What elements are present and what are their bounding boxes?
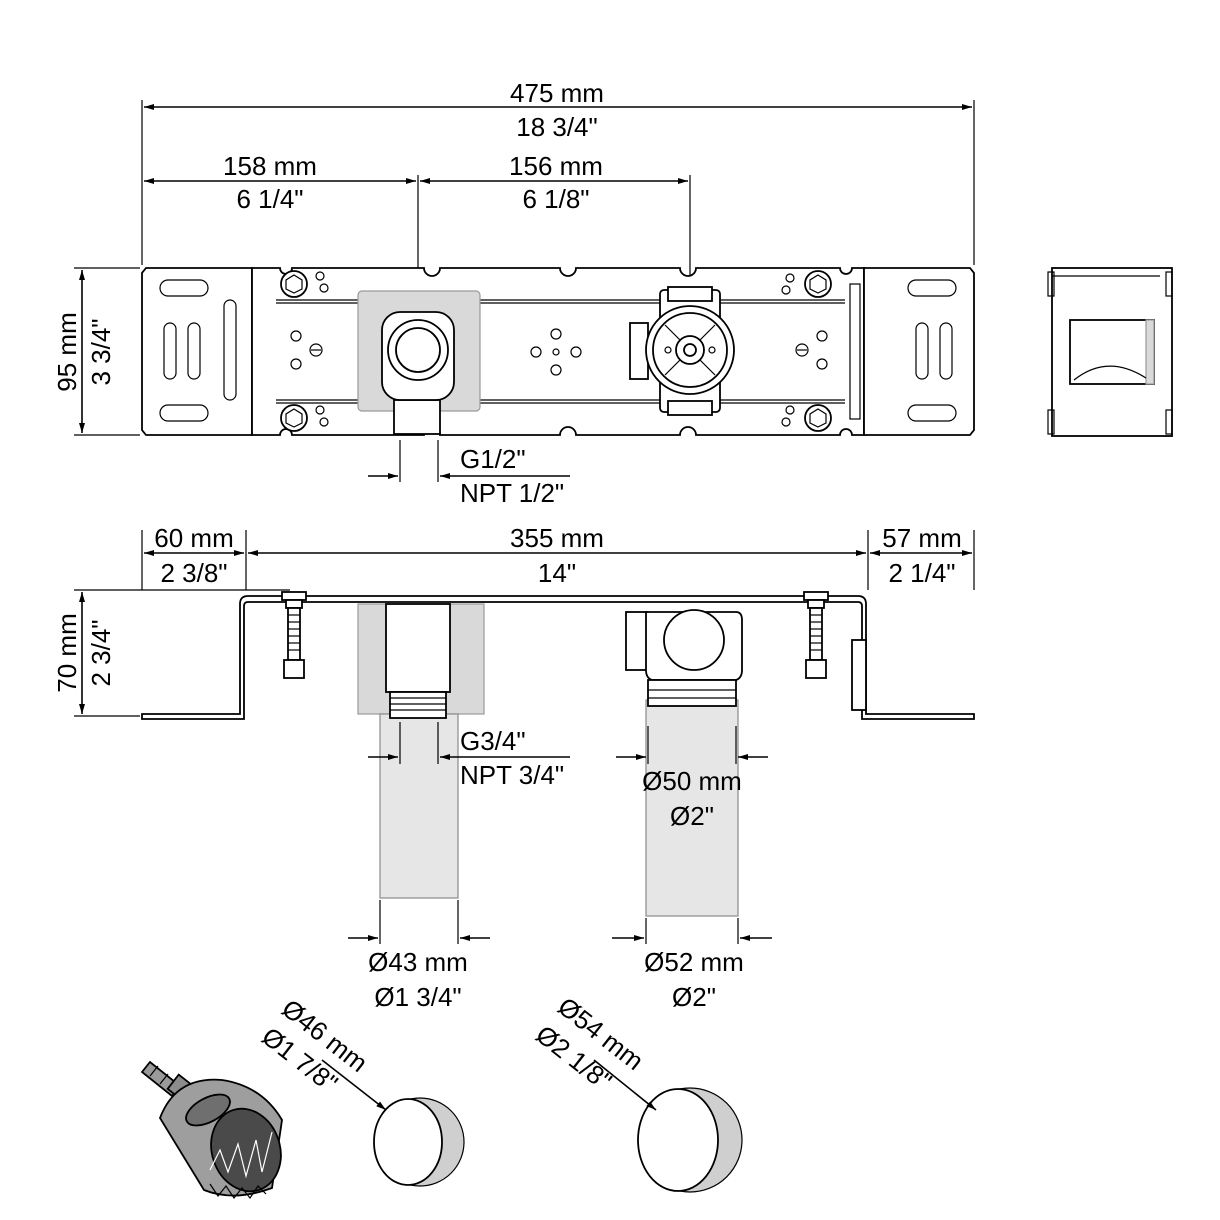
hole-saw-section: Ø46 mm Ø1 7/8" Ø54 mm Ø2 1/8": [140, 991, 743, 1200]
small-hole-saw-cut: Ø46 mm Ø1 7/8": [256, 993, 465, 1187]
outlet-sleeve-dia-in: Ø1 3/4": [374, 982, 461, 1012]
side-view: [1047, 267, 1173, 437]
outlet-thread-npt: NPT 3/4": [460, 760, 564, 790]
top-view: 475 mm 18 3/4" 158 mm 6 1/4" 156 mm 6 1/…: [52, 78, 975, 508]
inlet-to-valve-mm: 156 mm: [509, 151, 603, 181]
outlet-sleeve-dia-mm: Ø43 mm: [368, 947, 468, 977]
valve-body-dia-in: Ø2": [670, 801, 714, 831]
right-clip: [851, 639, 867, 711]
left-to-inlet-in: 6 1/4": [236, 184, 303, 214]
valve-body-front: [625, 609, 743, 917]
valve-body-dia-mm: Ø50 mm: [642, 766, 742, 796]
bracket-profile: [141, 595, 975, 720]
outlet-thread-g: G3/4": [460, 726, 526, 756]
left-to-inlet-mm: 158 mm: [223, 151, 317, 181]
valve-body-top: [629, 286, 735, 416]
large-hole-saw-cut: Ø54 mm Ø2 1/8": [530, 991, 743, 1193]
inlet-thread-npt: NPT 1/2": [460, 478, 564, 508]
left-bracket-mm: 60 mm: [154, 523, 233, 553]
left-mounting-plate: [141, 267, 253, 436]
overall-width-mm: 475 mm: [510, 78, 604, 108]
valve-sleeve-dia-mm: Ø52 mm: [644, 947, 744, 977]
center-span-in: 14": [538, 558, 576, 588]
height-mm: 95 mm: [52, 312, 82, 391]
center-span-mm: 355 mm: [510, 523, 604, 553]
overall-width-in: 18 3/4": [516, 112, 598, 142]
right-mounting-plate: [863, 267, 975, 436]
inlet-fitting-top: [357, 290, 481, 435]
depth-in: 2 3/4": [86, 619, 116, 686]
hole-saw-drill-bit-icon: [140, 1060, 283, 1200]
inlet-thread-g: G1/2": [460, 444, 526, 474]
right-bracket-in: 2 1/4": [888, 558, 955, 588]
valve-sleeve-dia-in: Ø2": [672, 982, 716, 1012]
right-bolt: [803, 591, 829, 679]
main-rail: [251, 267, 865, 436]
height-in: 3 3/4": [86, 318, 116, 385]
front-view: 60 mm 2 3/8" 355 mm 14" 57 mm 2 1/4" 70 …: [52, 523, 975, 1012]
left-bolt: [281, 591, 307, 679]
inlet-to-valve-in: 6 1/8": [522, 184, 589, 214]
right-bracket-mm: 57 mm: [882, 523, 961, 553]
left-bracket-in: 2 3/8": [160, 558, 227, 588]
depth-mm: 70 mm: [52, 613, 82, 692]
outlet-connection: [357, 603, 485, 899]
